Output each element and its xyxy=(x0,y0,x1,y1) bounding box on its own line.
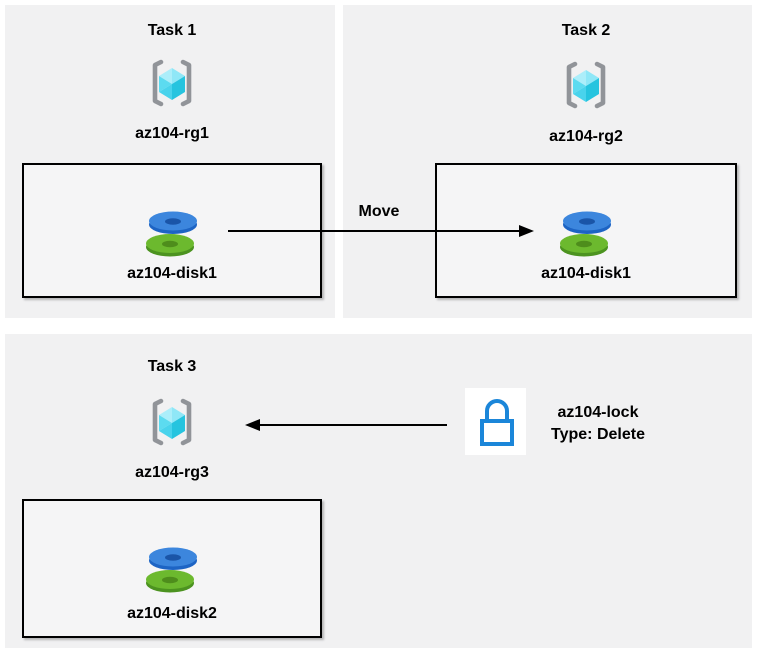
task2-title: Task 2 xyxy=(561,22,611,39)
move-arrow-label: Move xyxy=(358,203,400,220)
lock-caption: az104-lock Type: Delete xyxy=(530,402,666,446)
task2-resource-group-label: az104-rg2 xyxy=(549,128,623,145)
lock-arrow xyxy=(245,419,447,431)
disk-icon xyxy=(146,547,197,593)
resource-group-icon xyxy=(152,398,192,446)
lock-type: Type: Delete xyxy=(551,426,645,443)
panel-task3: Task 3 az104-rg3 xyxy=(5,334,752,648)
task3-disk-label: az104-disk2 xyxy=(127,605,217,622)
task3-title: Task 3 xyxy=(147,358,197,375)
task1-disk-box: az104-disk1 xyxy=(22,163,322,298)
disk-icon xyxy=(560,211,611,257)
task1-resource-group-label: az104-rg1 xyxy=(135,125,209,142)
move-arrow xyxy=(228,225,534,237)
panel-task2: Task 2 az104-rg2 xyxy=(343,5,752,318)
resource-group-icon xyxy=(152,59,192,107)
panel-task1: Task 1 az104-rg1 xyxy=(5,5,335,318)
task2-disk-box: az104-disk1 xyxy=(435,163,737,298)
task3-disk-box: az104-disk2 xyxy=(22,499,322,638)
task1-disk-label: az104-disk1 xyxy=(127,265,217,282)
lock-icon xyxy=(465,388,526,455)
resource-group-icon xyxy=(566,61,606,109)
disk-icon xyxy=(146,211,197,257)
task3-resource-group-label: az104-rg3 xyxy=(135,464,209,481)
task3-content-column: Task 3 az104-rg3 xyxy=(22,334,322,648)
task2-content-column: Task 2 az104-rg2 xyxy=(435,5,737,318)
task2-disk-label: az104-disk1 xyxy=(541,265,631,282)
task1-title: Task 1 xyxy=(147,22,197,39)
lock-name: az104-lock xyxy=(557,404,639,421)
task1-content-column: Task 1 az104-rg1 xyxy=(22,5,322,318)
